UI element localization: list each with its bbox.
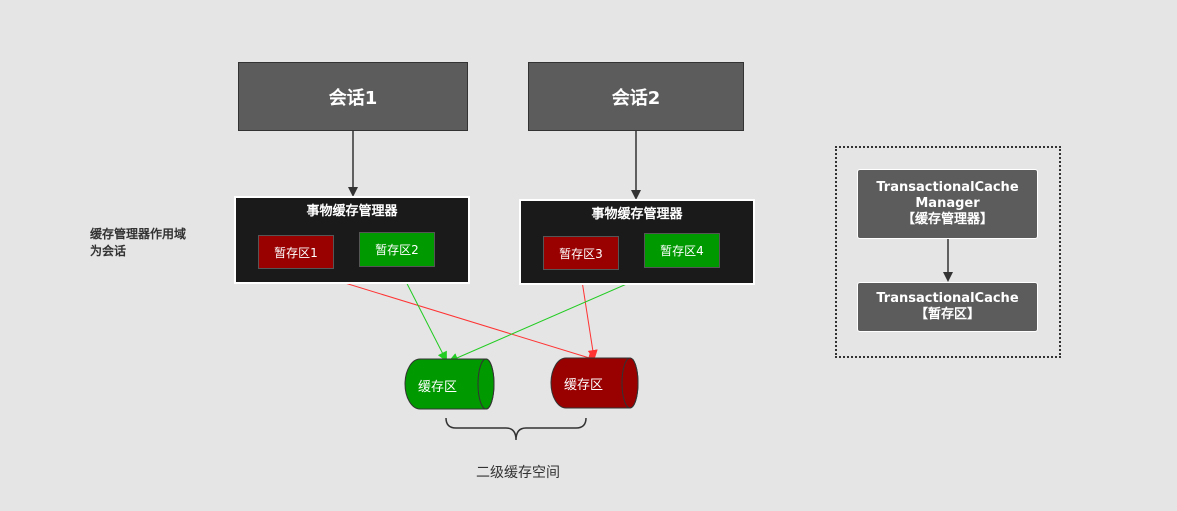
legend-box [835,146,1061,358]
legend-transactional-cache-manager: TransactionalCache Manager 【缓存管理器】 [857,169,1038,239]
session-2-box: 会话2 [528,62,744,131]
scope-note-line-1: 缓存管理器作用域 [90,227,187,241]
temp-area-1: 暂存区1 [258,235,334,269]
green-cache-cylinder [404,358,495,410]
session-2-label: 会话2 [611,87,661,109]
second-level-cache-caption: 二级缓存空间 [476,465,560,481]
legend-manager-line-1: TransactionalCache [876,180,1019,195]
session-1-box: 会话1 [238,62,468,131]
scope-note: 缓存管理器作用域 为会话 [90,226,230,260]
legend-cache-line-2: 【暂存区】 [914,307,980,322]
legend-manager-line-2: Manager [915,196,980,211]
legend-manager-line-3: 【缓存管理器】 [901,212,993,227]
scope-note-line-2: 为会话 [90,244,127,258]
temp-area-3: 暂存区3 [543,236,619,270]
session-1-label: 会话1 [328,87,378,109]
curly-brace [445,417,587,441]
transaction-cache-manager-1: 事物缓存管理器 暂存区1 暂存区2 [234,196,470,284]
green-cache-label: 缓存区 [418,380,458,395]
transaction-cache-manager-2: 事物缓存管理器 暂存区3 暂存区4 [519,199,755,285]
legend-transactional-cache: TransactionalCache 【暂存区】 [857,282,1038,332]
manager-1-title: 事物缓存管理器 [306,204,398,219]
manager-2-title: 事物缓存管理器 [591,207,683,222]
temp-area-2: 暂存区2 [359,232,435,267]
red-cache-label: 缓存区 [564,378,604,393]
red-cache-cylinder [550,357,639,409]
temp-area-4: 暂存区4 [644,233,720,268]
legend-cache-line-1: TransactionalCache [876,291,1019,306]
